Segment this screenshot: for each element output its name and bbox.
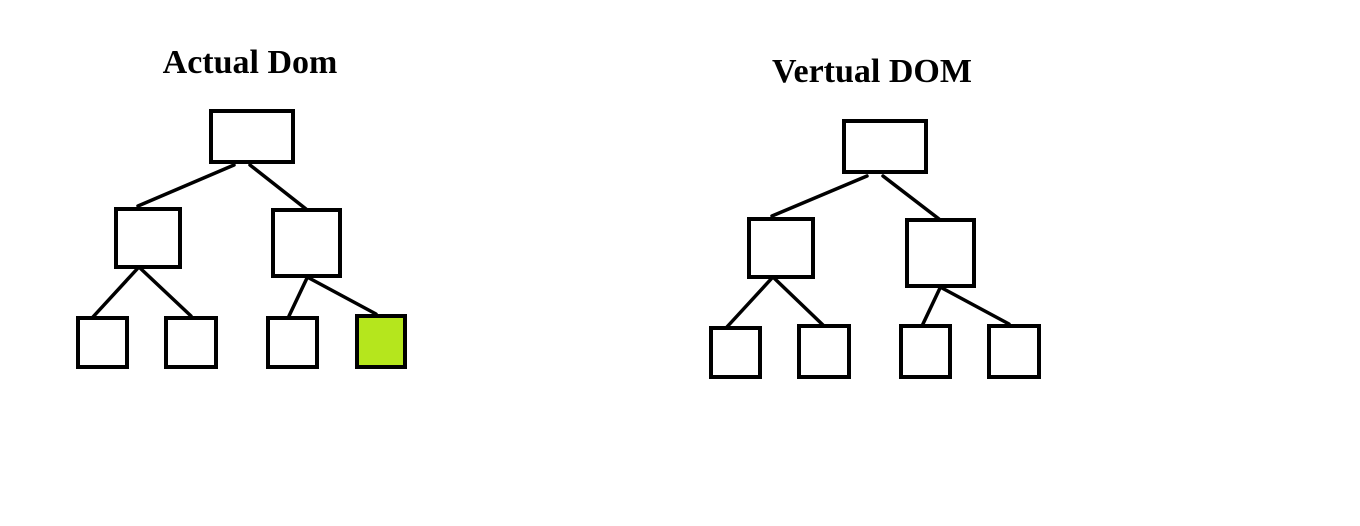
edge-child-2-leaf-4 bbox=[940, 286, 1011, 326]
actual-dom-title: Actual Dom bbox=[163, 44, 338, 81]
edge-root-child-1 bbox=[770, 174, 869, 218]
tree-node-child-1 bbox=[747, 217, 815, 279]
tree-node-leaf-1 bbox=[709, 326, 762, 379]
tree-node-leaf-3 bbox=[266, 316, 319, 369]
tree-node-leaf-3 bbox=[899, 324, 952, 379]
vertual-dom-tree: Vertual DOM bbox=[709, 53, 1041, 379]
tree-node-child-1 bbox=[114, 207, 182, 269]
tree-node-leaf-1 bbox=[76, 316, 129, 369]
edge-root-child-2 bbox=[881, 174, 941, 221]
edge-child-1-leaf-1 bbox=[724, 276, 774, 330]
edge-child-2-leaf-3 bbox=[920, 286, 942, 328]
tree-node-leaf-4-changed bbox=[355, 314, 407, 369]
actual-dom-tree: Actual Dom bbox=[76, 44, 407, 369]
tree-node-root bbox=[842, 119, 928, 174]
edge-child-1-leaf-2 bbox=[138, 266, 193, 318]
edge-child-1-leaf-2 bbox=[772, 276, 826, 328]
edge-root-child-1 bbox=[136, 163, 236, 208]
edge-child-2-leaf-4 bbox=[307, 276, 378, 316]
edge-root-child-2 bbox=[248, 163, 308, 211]
tree-node-child-2 bbox=[271, 208, 342, 278]
edge-child-1-leaf-1 bbox=[90, 266, 140, 320]
edge-child-2-leaf-3 bbox=[287, 276, 309, 318]
vertual-dom-title: Vertual DOM bbox=[772, 53, 972, 90]
tree-node-root bbox=[209, 109, 295, 164]
tree-node-leaf-2 bbox=[164, 316, 218, 369]
tree-node-child-2 bbox=[905, 218, 976, 288]
tree-node-leaf-2 bbox=[797, 324, 851, 379]
tree-node-leaf-4 bbox=[987, 324, 1041, 379]
